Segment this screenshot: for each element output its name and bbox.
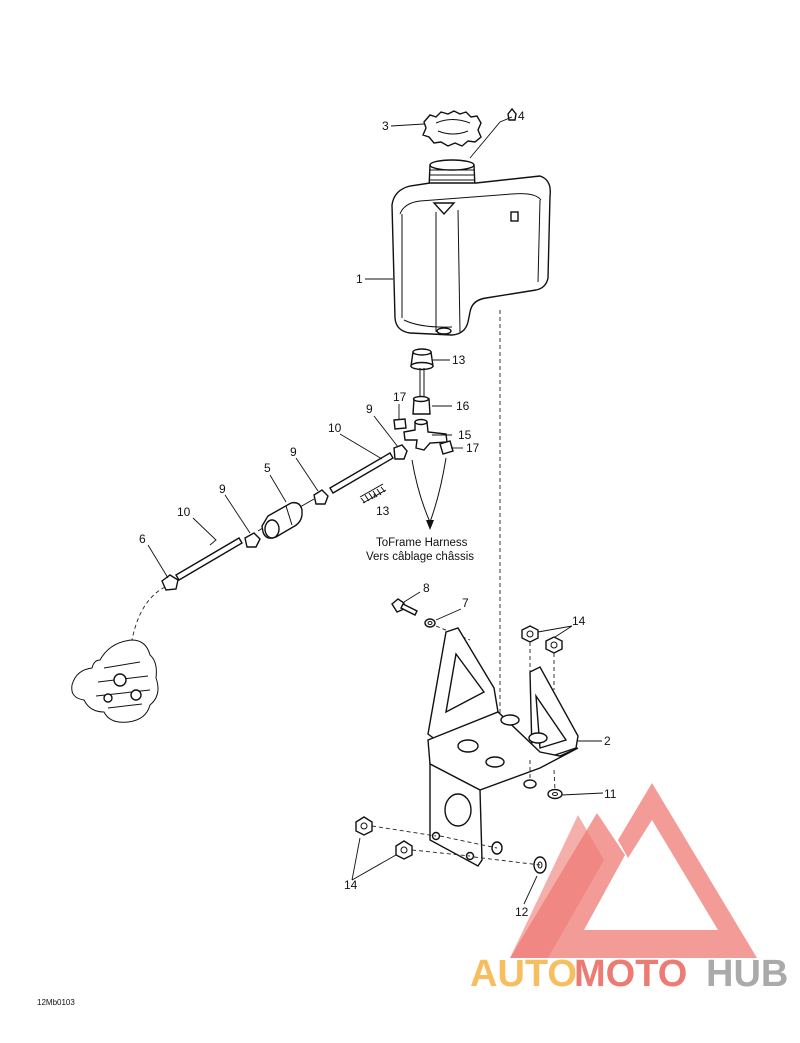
nut-part-14-top-b [545, 636, 563, 654]
callout-9-left: 9 [219, 482, 226, 496]
watermark-text-hub: HUB [706, 953, 788, 995]
cap-part-3 [422, 110, 482, 147]
harness-note-french: Vers câblage châssis [366, 551, 474, 563]
callout-7: 7 [462, 596, 469, 610]
callout-9-top: 9 [366, 402, 373, 416]
clamp-part-9-top [393, 444, 408, 460]
watermark-text-auto: AUTO [470, 953, 577, 995]
fastener-axis-bottom [371, 825, 541, 866]
callout-11: 13 [376, 504, 390, 518]
callout-3: 3 [382, 119, 389, 133]
callout-12: 13 [452, 353, 466, 367]
washer-part-7 [424, 618, 436, 628]
nut-part-14-bottom-a [355, 816, 373, 836]
vent-part-4 [507, 107, 517, 121]
nut-part-14-top-a [521, 625, 539, 643]
harness-note-english: ToFrame Harness [376, 537, 468, 549]
callout-17-right: 17 [466, 441, 480, 455]
watermark-text-moto: MOTO [574, 953, 687, 995]
leader-lines [147, 116, 604, 905]
harness-routing-arrow [411, 457, 447, 530]
clamp-part-9-left [244, 532, 261, 548]
fitting-part-6 [161, 574, 179, 591]
callout-13-bottom: 12 [515, 905, 529, 919]
bracket-part-2 [427, 627, 579, 867]
callout-13-right: 11 [604, 787, 617, 801]
oil-filter-part-5 [257, 498, 315, 539]
clamp-part-9-middle [313, 489, 329, 505]
callout-16: 16 [456, 399, 470, 413]
callout-10-lower: 10 [177, 505, 191, 519]
callout-numbers: 3 4 1 13 16 15 17 17 9 10 9 5 9 10 13 6 … [139, 109, 617, 919]
callout-8: 8 [423, 581, 430, 595]
callout-5: 5 [264, 461, 271, 475]
fitting-part-16 [412, 368, 431, 415]
callout-9-middle: 9 [290, 445, 297, 459]
diagram-code: 12Mb0103 [37, 998, 75, 1007]
reservoir-part-1 [391, 159, 551, 336]
callout-15: 15 [458, 428, 472, 442]
oil-line-part-10-upper [329, 452, 394, 494]
washer-part-13-b [547, 788, 563, 800]
grommet-part-12 [410, 348, 434, 371]
clip-part-17-left [393, 418, 407, 430]
callout-6: 6 [139, 532, 146, 546]
callout-14-top: 14 [572, 614, 586, 628]
watermark-triangle-icon [510, 783, 757, 958]
callout-2: 2 [604, 734, 611, 748]
clip-part-17-right [439, 440, 454, 455]
spring-part-11 [359, 483, 387, 504]
callout-4: 4 [518, 109, 525, 123]
callout-17-left: 17 [393, 390, 407, 404]
callout-14-bottom: 14 [344, 878, 358, 892]
oil-pump [71, 586, 166, 723]
watermark-logo: AUTO MOTO HUB [470, 783, 788, 995]
callout-10-upper: 10 [328, 421, 342, 435]
oil-line-part-10-lower [175, 537, 243, 581]
bolt-part-8 [391, 598, 418, 616]
tee-fitting-part-15 [403, 418, 448, 451]
callout-1: 1 [356, 272, 363, 286]
washer-part-13-a [523, 779, 537, 789]
nut-part-14-bottom-b [395, 840, 413, 860]
